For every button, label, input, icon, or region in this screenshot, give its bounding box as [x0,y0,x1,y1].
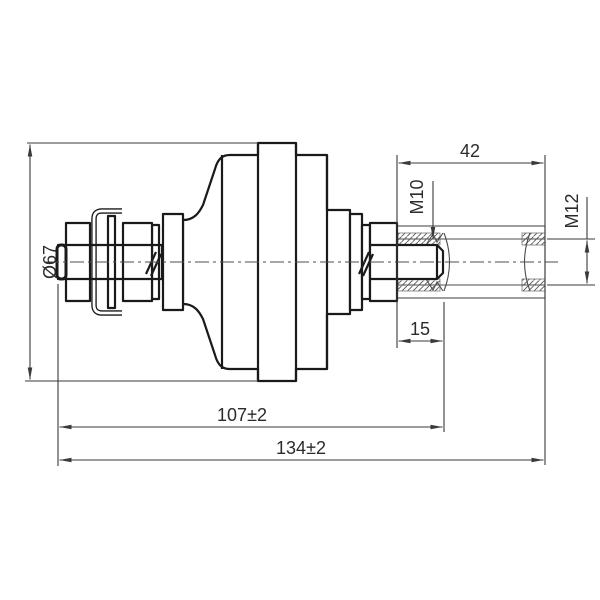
label-m12-group: M12 [547,193,595,286]
dim-label-diameter: Ø67 [40,245,60,279]
thread-hatch [521,278,546,292]
dim-label-42: 42 [460,141,480,161]
dim-length-107: 107±2 [57,284,445,466]
thread-runout-mark [357,251,371,275]
dim-label-107: 107±2 [217,405,267,425]
dim-diameter-67: Ø67 [25,142,258,382]
dim-length-134: 134±2 [59,438,544,463]
dim-label-15: 15 [410,319,430,339]
thread-runout-mark [144,251,158,275]
thread-runout-mark [149,253,163,277]
retaining-clip-inner [92,209,122,315]
label-m12: M12 [562,193,582,228]
stud-m10 [371,243,445,281]
dim-length-15: 15 [398,319,443,344]
dim-label-134: 134±2 [276,438,326,458]
thread-profile [425,278,444,292]
label-m10: M10 [407,179,427,214]
dim-length-42: 42 [396,141,546,465]
body-outline [181,141,352,383]
label-m10-group: M10 [407,179,436,239]
thread-hatch [521,232,546,246]
spark-gap-body [150,141,372,383]
thread-runout-mark [361,253,375,277]
